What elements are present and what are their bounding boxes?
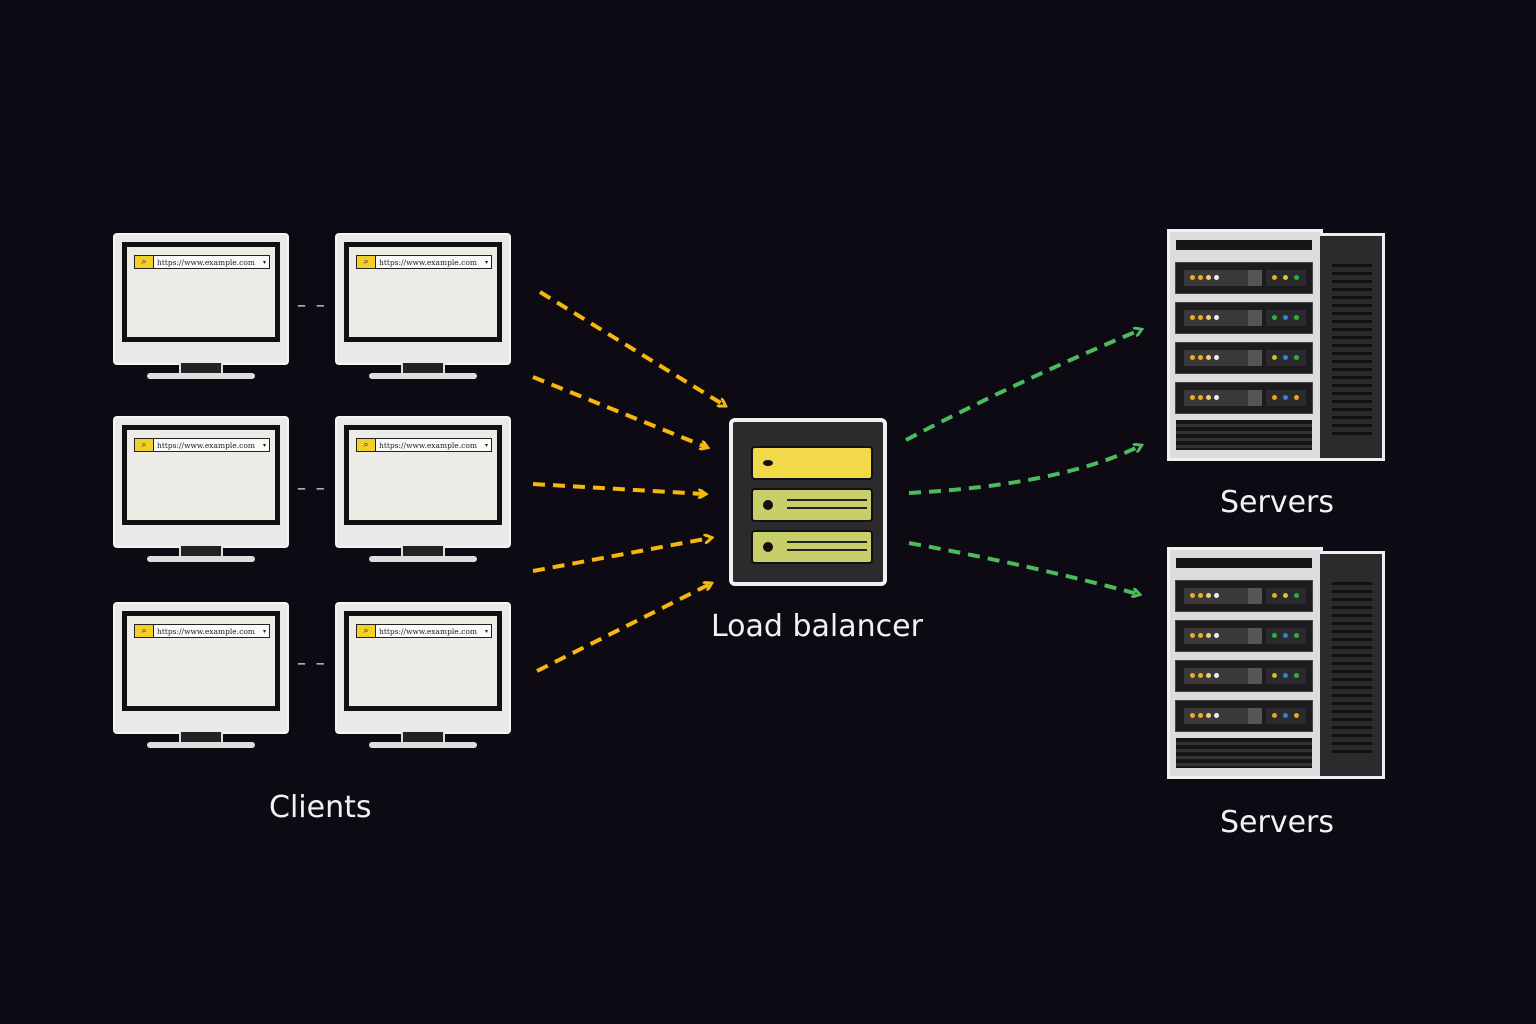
url-bar: ⌕https://www.example.com ▾ bbox=[134, 624, 270, 638]
client-arrow-2 bbox=[532, 375, 706, 447]
servers-label-bottom: Servers bbox=[1220, 805, 1335, 840]
url-text: https://www.example.com bbox=[379, 257, 477, 267]
search-icon: ⌕ bbox=[135, 625, 154, 637]
search-icon: ⌕ bbox=[357, 256, 376, 268]
search-icon: ⌕ bbox=[357, 439, 376, 451]
search-icon: ⌕ bbox=[135, 256, 154, 268]
chevron-down-icon: ▾ bbox=[484, 258, 488, 266]
client-arrow-5 bbox=[536, 584, 710, 673]
url-bar: ⌕https://www.example.com ▾ bbox=[356, 438, 492, 452]
url-text: https://www.example.com bbox=[379, 626, 477, 636]
server-arrow-1 bbox=[905, 330, 1140, 442]
server-arrow-2 bbox=[908, 446, 1140, 495]
ellipsis-dash: – – bbox=[297, 295, 327, 316]
ellipsis-dash: – – bbox=[297, 653, 327, 674]
url-text: https://www.example.com bbox=[157, 440, 255, 450]
chevron-down-icon: ▾ bbox=[484, 441, 488, 449]
url-bar: ⌕https://www.example.com ▾ bbox=[134, 438, 270, 452]
client-arrow-3 bbox=[532, 482, 704, 494]
server-arrow-3 bbox=[908, 541, 1138, 594]
monitor-icon: ⌕https://www.example.com ▾ bbox=[113, 416, 289, 566]
monitor-icon: ⌕https://www.example.com ▾ bbox=[335, 416, 511, 566]
monitor-icon: ⌕https://www.example.com ▾ bbox=[335, 602, 511, 752]
monitor-icon: ⌕https://www.example.com ▾ bbox=[113, 233, 289, 383]
ellipsis-dash: – – bbox=[297, 478, 327, 499]
load-balancer-icon bbox=[729, 418, 887, 586]
load-balancer-label: Load balancer bbox=[711, 609, 923, 644]
url-text: https://www.example.com bbox=[157, 257, 255, 267]
url-bar: ⌕https://www.example.com ▾ bbox=[356, 624, 492, 638]
url-bar: ⌕https://www.example.com ▾ bbox=[134, 255, 270, 269]
url-text: https://www.example.com bbox=[379, 440, 477, 450]
monitor-icon: ⌕https://www.example.com ▾ bbox=[335, 233, 511, 383]
servers-label-top: Servers bbox=[1220, 485, 1335, 520]
url-text: https://www.example.com bbox=[157, 626, 255, 636]
client-arrow-1 bbox=[538, 290, 724, 405]
url-bar: ⌕https://www.example.com ▾ bbox=[356, 255, 492, 269]
search-icon: ⌕ bbox=[135, 439, 154, 451]
chevron-down-icon: ▾ bbox=[262, 627, 266, 635]
search-icon: ⌕ bbox=[357, 625, 376, 637]
server-rack-icon bbox=[1167, 547, 1387, 779]
chevron-down-icon: ▾ bbox=[484, 627, 488, 635]
client-arrow-4 bbox=[532, 538, 710, 573]
monitor-icon: ⌕https://www.example.com ▾ bbox=[113, 602, 289, 752]
server-rack-icon bbox=[1167, 229, 1387, 461]
chevron-down-icon: ▾ bbox=[262, 258, 266, 266]
chevron-down-icon: ▾ bbox=[262, 441, 266, 449]
clients-label: Clients bbox=[269, 790, 372, 825]
